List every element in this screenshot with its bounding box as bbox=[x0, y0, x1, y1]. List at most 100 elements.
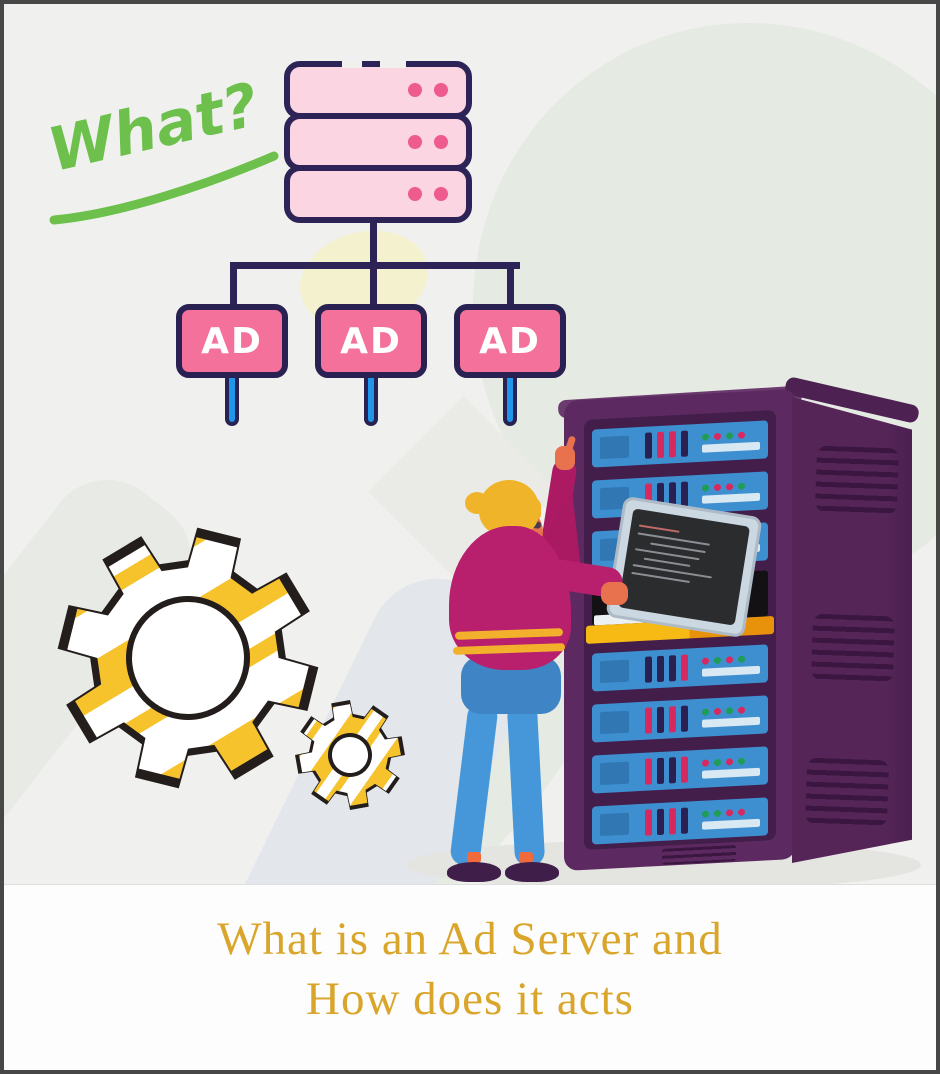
unit-bar bbox=[657, 808, 664, 836]
what-svg: What? bbox=[42, 70, 279, 225]
vent-grille bbox=[662, 844, 736, 865]
ankle-strap bbox=[467, 852, 481, 863]
unit-bar bbox=[669, 808, 676, 835]
unit-bar bbox=[645, 432, 652, 459]
server-tier bbox=[284, 113, 472, 171]
vent-grille bbox=[814, 445, 900, 515]
status-light bbox=[726, 757, 733, 766]
code-line bbox=[643, 557, 691, 567]
unit-bar bbox=[681, 481, 688, 508]
status-light bbox=[714, 656, 721, 664]
sign-post bbox=[364, 374, 378, 426]
status-light bbox=[726, 808, 733, 817]
unit-bar bbox=[681, 807, 688, 834]
dashed-top-gap bbox=[380, 61, 406, 68]
shoe bbox=[505, 862, 559, 882]
unit-bar bbox=[681, 756, 688, 783]
caption-line-1: What is an Ad Server and bbox=[217, 913, 723, 965]
status-light bbox=[702, 656, 709, 665]
unit-bar bbox=[681, 654, 688, 681]
vent-grille bbox=[804, 757, 890, 827]
led-dot bbox=[408, 187, 422, 201]
status-light bbox=[738, 706, 745, 714]
unit-bar bbox=[645, 707, 652, 734]
server-tier bbox=[284, 61, 472, 119]
unit-bar bbox=[657, 655, 664, 683]
rack-side-panel bbox=[792, 397, 912, 863]
caption: What is an Ad Server and How does it act… bbox=[4, 884, 936, 1070]
led-dot bbox=[434, 187, 448, 201]
unit-strip bbox=[702, 492, 760, 504]
ad-sign-icon: AD bbox=[176, 304, 288, 426]
dashed-top-gap bbox=[342, 61, 362, 68]
led-dot bbox=[408, 83, 422, 97]
unit-bar bbox=[669, 431, 676, 458]
raised-hand bbox=[555, 446, 575, 470]
caption-line-2: How does it acts bbox=[306, 973, 634, 1026]
technician-figure bbox=[409, 434, 644, 886]
led-dot bbox=[434, 135, 448, 149]
status-light bbox=[702, 707, 709, 716]
status-light bbox=[702, 483, 709, 492]
status-light bbox=[738, 808, 745, 816]
status-light bbox=[714, 483, 721, 491]
unit-strip bbox=[702, 767, 760, 779]
server-tier bbox=[284, 165, 472, 223]
status-light bbox=[702, 758, 709, 767]
connector-line bbox=[370, 262, 377, 308]
ad-sign-label: AD bbox=[479, 320, 541, 362]
ad-sign-icon: AD bbox=[454, 304, 566, 426]
status-light bbox=[738, 431, 745, 439]
ad-sign-label: AD bbox=[340, 320, 402, 362]
unit-bar bbox=[669, 757, 676, 784]
unit-bar bbox=[681, 705, 688, 732]
unit-bar bbox=[657, 706, 664, 734]
led-dot bbox=[434, 83, 448, 97]
server-rack-icon bbox=[557, 375, 921, 879]
server-stack-icon bbox=[284, 61, 472, 286]
status-light bbox=[738, 482, 745, 490]
underline-swoosh bbox=[49, 151, 279, 225]
hair bbox=[497, 494, 541, 520]
code-line bbox=[637, 532, 711, 546]
connector-line bbox=[230, 262, 237, 308]
unit-bar bbox=[657, 757, 664, 785]
ad-sign-icon: AD bbox=[315, 304, 427, 426]
status-light bbox=[726, 706, 733, 715]
status-light bbox=[726, 655, 733, 664]
status-light bbox=[714, 432, 721, 440]
unit-strip bbox=[702, 665, 760, 677]
pointing-finger bbox=[564, 435, 577, 453]
unit-bar bbox=[645, 809, 652, 836]
status-light bbox=[738, 757, 745, 765]
unit-bar bbox=[645, 758, 652, 785]
status-light bbox=[702, 432, 709, 441]
handwritten-what: What? bbox=[34, 52, 304, 252]
led-dot bbox=[408, 135, 422, 149]
code-line bbox=[638, 524, 680, 533]
unit-bar bbox=[669, 706, 676, 733]
unit-bar bbox=[657, 431, 664, 459]
ad-sign-label: AD bbox=[201, 320, 263, 362]
small-gear-icon bbox=[289, 694, 412, 817]
vent-grille bbox=[810, 613, 896, 683]
status-light bbox=[702, 809, 709, 818]
unit-strip bbox=[702, 818, 760, 830]
status-light bbox=[714, 809, 721, 817]
left-leg bbox=[449, 700, 499, 868]
unit-bar bbox=[681, 430, 688, 457]
sign-post bbox=[503, 374, 517, 426]
status-light bbox=[726, 482, 733, 491]
code-line bbox=[632, 563, 712, 579]
ankle-strap bbox=[519, 852, 533, 863]
shoe bbox=[447, 862, 501, 882]
right-leg bbox=[506, 701, 546, 867]
unit-bar bbox=[669, 655, 676, 682]
connector-line bbox=[507, 262, 514, 308]
status-light bbox=[726, 431, 733, 440]
connector-line bbox=[370, 218, 377, 268]
reaching-hand bbox=[601, 582, 628, 605]
status-light bbox=[714, 707, 721, 715]
unit-strip bbox=[702, 716, 760, 728]
